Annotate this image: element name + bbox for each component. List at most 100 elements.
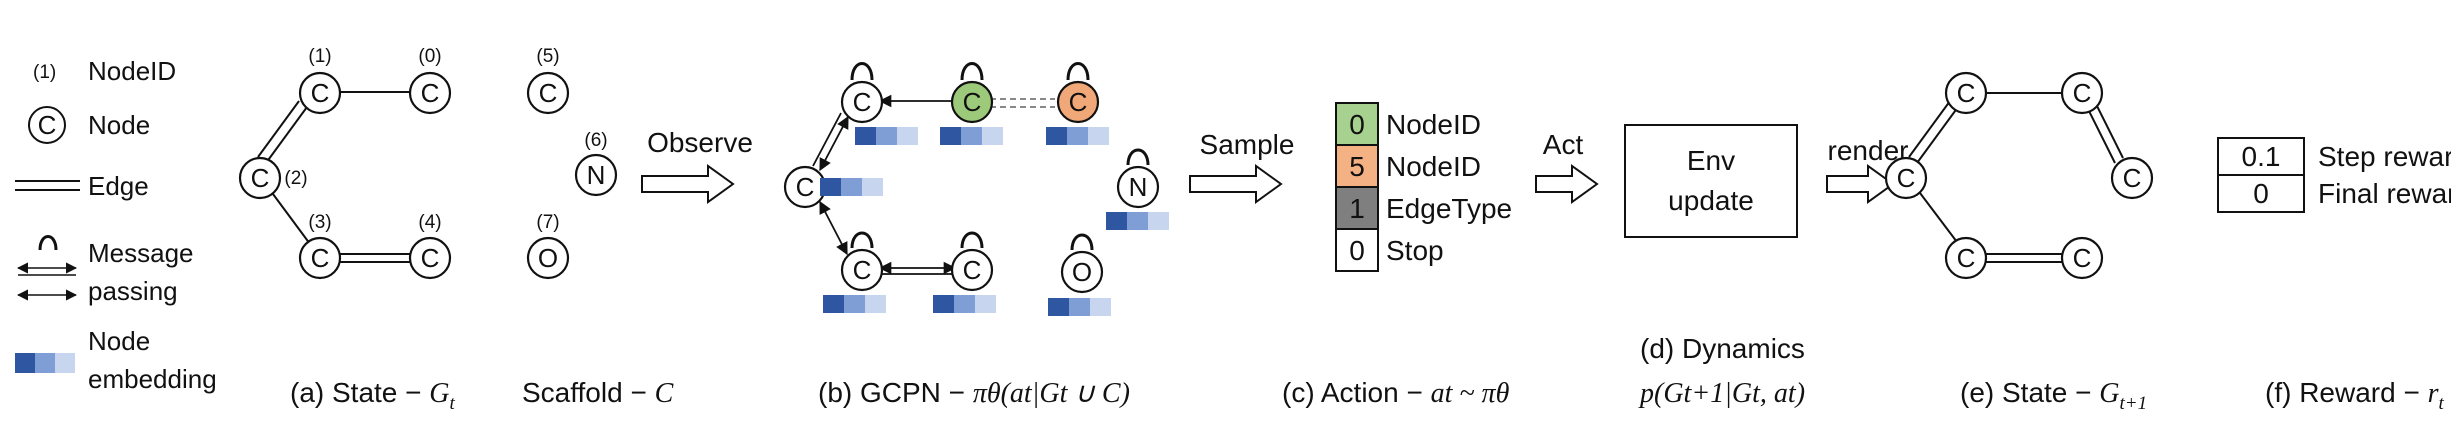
embedding-bar <box>855 127 918 145</box>
legend-node-label: Node <box>88 110 150 140</box>
svg-text:C: C <box>1069 87 1088 117</box>
caption-scaffold: Scaffold − C <box>522 377 674 409</box>
svg-text:(d) Dynamics: (d) Dynamics <box>1640 333 1805 364</box>
svg-text:(6): (6) <box>584 130 607 151</box>
svg-text:C: C <box>539 78 558 108</box>
svg-text:(2): (2) <box>284 168 307 189</box>
reward-label-1: Final reward <box>2318 178 2451 209</box>
sample-arrow: Sample <box>1189 129 1295 204</box>
next-node-1: C <box>1944 71 1988 115</box>
gcpn-node-6: N <box>1116 148 1160 209</box>
state-node-1: C (1) <box>298 46 342 115</box>
svg-text:C: C <box>421 243 440 273</box>
action-label-2: EdgeType <box>1386 193 1512 224</box>
svg-text:(4): (4) <box>418 212 441 233</box>
scaffold-node-5: C (5) <box>526 46 570 115</box>
embedding-bar <box>940 127 1003 145</box>
env-line-2: update <box>1668 185 1754 216</box>
next-node-3: C <box>1944 236 1988 280</box>
svg-text:N: N <box>587 160 606 190</box>
gcpn-node-2: C <box>783 165 827 209</box>
svg-text:Act: Act <box>1543 129 1584 160</box>
svg-text:(c) Action − at ~ πθ: (c) Action − at ~ πθ <box>1282 377 1510 409</box>
legend-embedding-label-1: Node <box>88 326 150 356</box>
embedding-bar <box>1106 212 1169 230</box>
embedding-bar <box>1048 298 1111 316</box>
legend-embedding-swatch <box>15 353 75 373</box>
next-node-5: C <box>2110 156 2154 200</box>
caption-d: (d) Dynamics p(Gt+1|Gt, at) <box>1638 333 1805 409</box>
gcpn-node-1: C <box>840 80 884 124</box>
svg-text:C: C <box>311 243 330 273</box>
scaffold-node-6: N (6) <box>574 130 618 197</box>
gcpn-node-4: C <box>950 231 994 292</box>
self-loop-icon <box>1070 233 1094 251</box>
state-node-4: C (4) <box>408 212 452 280</box>
next-node-2: C <box>1884 156 1928 200</box>
svg-text:C: C <box>853 87 872 117</box>
svg-text:C: C <box>963 255 982 285</box>
self-loop-icon <box>960 62 984 81</box>
action-value-3: 0 <box>1349 235 1365 266</box>
self-loop-icon <box>850 231 874 249</box>
svg-text:(f) Reward − rt: (f) Reward − rt <box>2265 377 2445 414</box>
legend-edge-label: Edge <box>88 171 149 201</box>
svg-text:C: C <box>2123 163 2142 193</box>
svg-text:C: C <box>1957 243 1976 273</box>
action-label-0: NodeID <box>1386 109 1481 140</box>
legend-embedding-label-2: embedding <box>88 364 217 394</box>
svg-text:C: C <box>963 87 982 117</box>
next-state-graph: C C C C C C <box>1884 71 2154 280</box>
legend-node-letter: C <box>38 110 57 140</box>
legend-message-label-1: Message <box>88 238 194 268</box>
svg-text:C: C <box>2073 78 2092 108</box>
svg-text:(1): (1) <box>308 46 331 67</box>
svg-text:(e) State − Gt+1: (e) State − Gt+1 <box>1960 377 2147 414</box>
self-loop-icon <box>1126 148 1150 166</box>
render-arrow: render <box>1826 135 1908 204</box>
svg-text:(0): (0) <box>418 46 441 67</box>
scaffold-node-7: O (7) <box>526 212 570 280</box>
svg-text:C: C <box>251 163 270 193</box>
gcpn-node-5-selected: C <box>1056 80 1100 124</box>
reward-value-1: 0 <box>2253 178 2269 209</box>
legend: (1) NodeID C Node Edge Message passing N… <box>15 56 217 394</box>
reward-label-0: Step reward <box>2318 141 2451 172</box>
self-loop-icon <box>1066 62 1090 81</box>
state-node-2: C (2) <box>238 156 308 200</box>
svg-text:(3): (3) <box>308 212 331 233</box>
action-value-0: 0 <box>1349 109 1365 140</box>
caption-a: (a) State − Gt <box>290 377 456 414</box>
action-value-1: 5 <box>1349 151 1365 182</box>
action-value-2: 1 <box>1349 193 1365 224</box>
state-graph: C (1) C (0) C (2) C (3) C (4) C (5) <box>238 46 618 280</box>
legend-nodeid-label: NodeID <box>88 56 176 86</box>
caption-e: (e) State − Gt+1 <box>1960 377 2147 414</box>
svg-text:O: O <box>1072 257 1092 287</box>
embedding-bar <box>823 295 886 313</box>
action-label-1: NodeID <box>1386 151 1481 182</box>
caption-f: (f) Reward − rt <box>2265 377 2445 414</box>
state-node-3: C (3) <box>298 212 342 280</box>
svg-text:(a) State − Gt: (a) State − Gt <box>290 377 456 414</box>
state-node-0: C (0) <box>408 46 452 115</box>
svg-text:C: C <box>853 255 872 285</box>
reward-table: 0.1 0 Step reward Final reward <box>2217 137 2451 213</box>
svg-text:C: C <box>421 78 440 108</box>
svg-text:Scaffold − C: Scaffold − C <box>522 377 674 409</box>
next-node-4: C <box>2060 236 2104 280</box>
svg-text:Observe: Observe <box>647 127 753 158</box>
svg-text:C: C <box>1897 163 1916 193</box>
legend-nodeid-sample: (1) <box>33 62 56 83</box>
env-line-1: Env <box>1687 145 1735 176</box>
gcpn-node-3: C <box>840 248 884 292</box>
svg-text:(7): (7) <box>536 212 559 233</box>
observe-arrow: Observe <box>641 127 753 204</box>
self-loop-icon <box>960 231 984 249</box>
embedding-bar <box>933 295 996 313</box>
gcpn-node-7: O <box>1060 233 1104 294</box>
self-loop-icon <box>850 62 874 81</box>
svg-text:(5): (5) <box>536 46 559 67</box>
svg-text:Sample: Sample <box>1200 129 1295 160</box>
